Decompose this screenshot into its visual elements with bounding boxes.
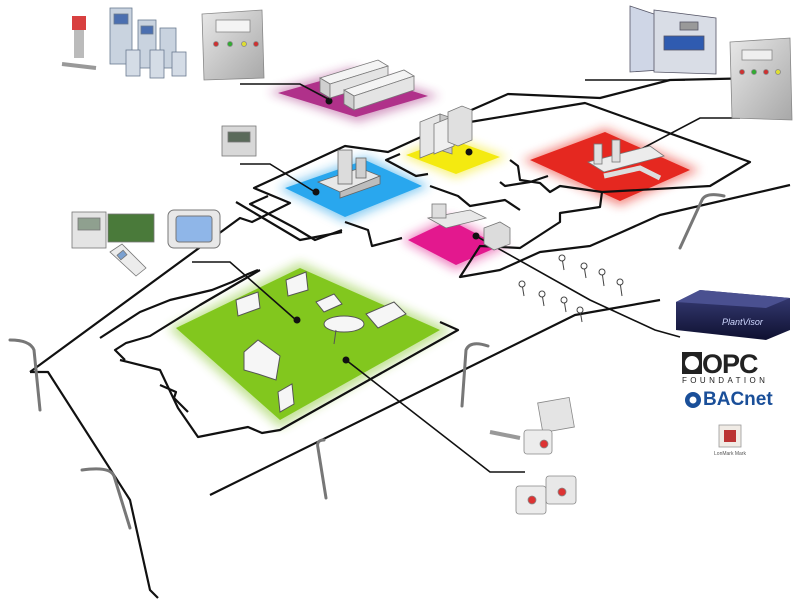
control-panel-icon: [201, 9, 265, 81]
bacnet-logo-mark: [685, 392, 701, 408]
plantvisor-server-icon: [676, 290, 790, 340]
bacnet-logo-text: BACnet: [703, 389, 773, 410]
remote-control-icon: [109, 243, 147, 277]
opc-foundation-logo: OPC FOUNDATION: [680, 347, 784, 385]
cooling-unit-icon: [319, 59, 415, 111]
thermostat-icon: [221, 125, 257, 157]
opc-foundation-text: FOUNDATION: [682, 376, 769, 385]
valve-actuator-icon: [61, 16, 97, 70]
electrical-cabinet-icon: [629, 5, 717, 75]
lonmark-logo-mark: [718, 424, 742, 448]
inverter-drive-icon: [109, 7, 187, 79]
touch-panel-icon: [167, 209, 221, 249]
field-sensor-pins: [518, 254, 624, 323]
zone-magenta: [402, 216, 508, 270]
connection-lines: [192, 79, 740, 473]
controller-unit-icon: [426, 203, 511, 251]
opc-logo-text: OPC: [702, 349, 759, 379]
control-panel-right-icon: [729, 37, 793, 121]
zone-green: [168, 262, 452, 428]
bacnet-logo: BACnet: [683, 388, 783, 412]
lonmark-logo: LonMark Mark: [712, 424, 748, 466]
lonmark-logo-text: LonMark Mark: [714, 451, 746, 457]
room-controller-icon: [71, 211, 155, 249]
air-handler-icon: [316, 149, 382, 199]
office-furniture-icons: [235, 271, 407, 413]
streetlight-icon: [8, 193, 726, 530]
opc-logo-mark: [682, 352, 702, 374]
boiler-pipe-icon: [586, 139, 665, 181]
sensor-icon: [489, 396, 577, 515]
plantvisor-label: PlantVisor: [722, 317, 763, 327]
chiller-icon: [419, 105, 473, 159]
